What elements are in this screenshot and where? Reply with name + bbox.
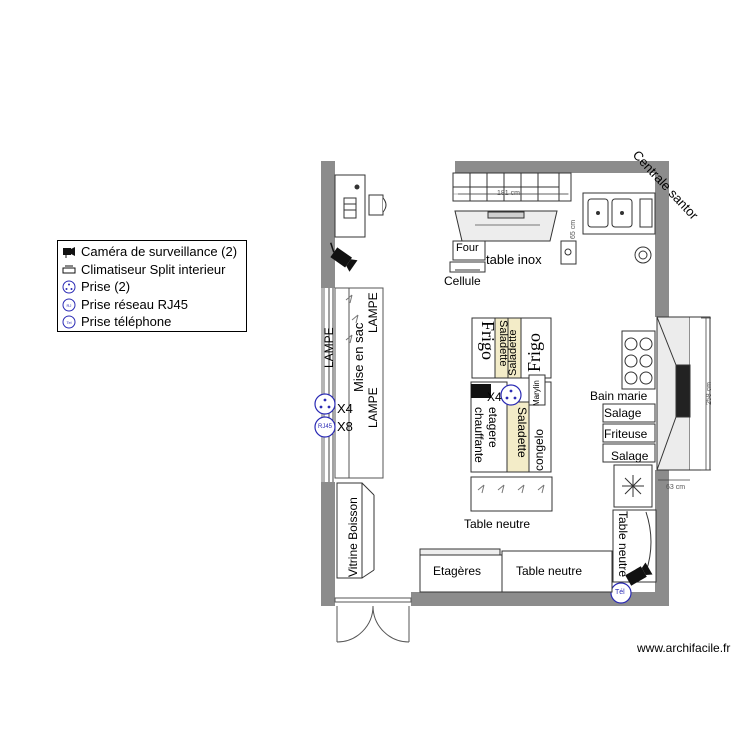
entrance-door [334, 597, 412, 643]
svg-text:Tel: Tel [66, 320, 71, 325]
label-mise-en-sac: Mise en sac [351, 322, 366, 392]
label-bain-marie: Bain marie [590, 389, 648, 403]
legend-item-camera: Caméra de surveillance (2) [62, 243, 237, 260]
wall-left-top [321, 161, 335, 288]
label-frigo-1: Frigo [478, 321, 498, 361]
label-lampe-2: LAMPE [366, 292, 380, 333]
label-frigo-2: Frigo [524, 332, 544, 372]
legend-label: Prise réseau RJ45 [81, 297, 188, 312]
right-counter-slots [602, 403, 656, 463]
svg-text:RJ: RJ [67, 303, 72, 308]
label-lampe-3: LAMPE [366, 387, 380, 428]
legend-label: Prise (2) [81, 279, 131, 294]
label-salage-2: Salage [611, 449, 649, 463]
outlet-icon [62, 280, 76, 293]
legend-label: Prise téléphone [81, 314, 172, 329]
label-rj45-tag: RJ45 [318, 424, 333, 430]
wall-right-lower [655, 470, 669, 606]
dimension-lines [458, 193, 711, 481]
outlet-icon-center [500, 384, 522, 406]
label-four: Four [456, 242, 479, 254]
label-x4-center: X4 [487, 390, 502, 404]
left-counter-marks [345, 294, 359, 344]
label-marylin: Marylin [532, 380, 541, 406]
camera-icon-right [625, 562, 653, 586]
legend-label: Climatiseur Split interieur [81, 262, 226, 277]
vitrine-boisson [336, 482, 375, 579]
bottom-furniture [419, 548, 613, 593]
oven-cell [452, 172, 572, 202]
legend-label: Caméra de surveillance (2) [81, 244, 238, 259]
dimension-181: 181 cm [497, 190, 520, 197]
dimension-63: 63 cm [666, 484, 686, 491]
camera-icon [329, 242, 358, 272]
hood [454, 210, 558, 242]
label-table-neutre-bottom: Table neutre [516, 564, 583, 578]
rj45-outlet-icon: RJ [62, 298, 76, 311]
label-tel-tag: Tél [615, 589, 625, 596]
legend-item-phone: Tel Prise téléphone [62, 313, 171, 330]
legend-item-outlet: Prise (2) [62, 278, 130, 295]
desk [334, 174, 387, 238]
label-congelo: congelo [532, 428, 546, 471]
wall-bottom-left [321, 592, 335, 606]
cooktop [621, 330, 656, 390]
camera-icon [63, 246, 75, 258]
wall-right-upper [655, 161, 669, 317]
outlet-icon [314, 393, 336, 415]
window-lines [328, 288, 334, 482]
label-table-neutre-center: Table neutre [464, 517, 531, 531]
legend-item-rj45: RJ Prise réseau RJ45 [62, 296, 188, 313]
four-box [449, 240, 486, 273]
label-saladette-3: Saladette [515, 407, 529, 458]
label-lampe-1: LAMPE [322, 327, 336, 368]
dimension-258: 258 cm [706, 382, 713, 405]
wall-left-window-upper [321, 288, 325, 482]
phone-outlet-icon: Tel [62, 315, 76, 328]
legend: Caméra de surveillance (2) Climatiseur S… [57, 240, 247, 332]
right-hood [656, 316, 711, 471]
label-table-neutre-right: Table neutre [616, 511, 630, 578]
wall-left-bottom [321, 482, 335, 606]
label-saladette-2: Saladette [507, 329, 519, 376]
label-cellule: Cellule [444, 274, 481, 288]
phone-outlet-icon [610, 582, 632, 604]
label-salage-1: Salage [604, 406, 642, 420]
watermark: www.archifacile.fr [637, 641, 731, 655]
wall-bottom [411, 592, 669, 606]
label-friteuse: Friteuse [604, 427, 648, 441]
legend-item-air-conditioner: Climatiseur Split interieur [62, 261, 226, 278]
label-vitrine-boisson: Vitrine Boisson [346, 497, 360, 577]
label-table-inox: table inox [486, 252, 542, 267]
left-counter [334, 287, 384, 479]
table-neutre-center [470, 476, 553, 512]
label-x4-left: X4 [337, 401, 353, 416]
label-x8-left: X8 [337, 419, 353, 434]
air-conditioner-icon [613, 464, 653, 508]
dimension-65: 65 cm [570, 219, 577, 239]
rj45-outlet-icon [314, 416, 336, 438]
label-etageres: Etagères [433, 564, 482, 578]
camera-icon-center [471, 384, 491, 398]
sink-unit [560, 192, 656, 265]
air-conditioner-icon [62, 265, 76, 273]
walls [321, 161, 669, 606]
label-etagere-chauffante: etagere chauffante [472, 407, 500, 463]
wall-top [455, 161, 669, 173]
